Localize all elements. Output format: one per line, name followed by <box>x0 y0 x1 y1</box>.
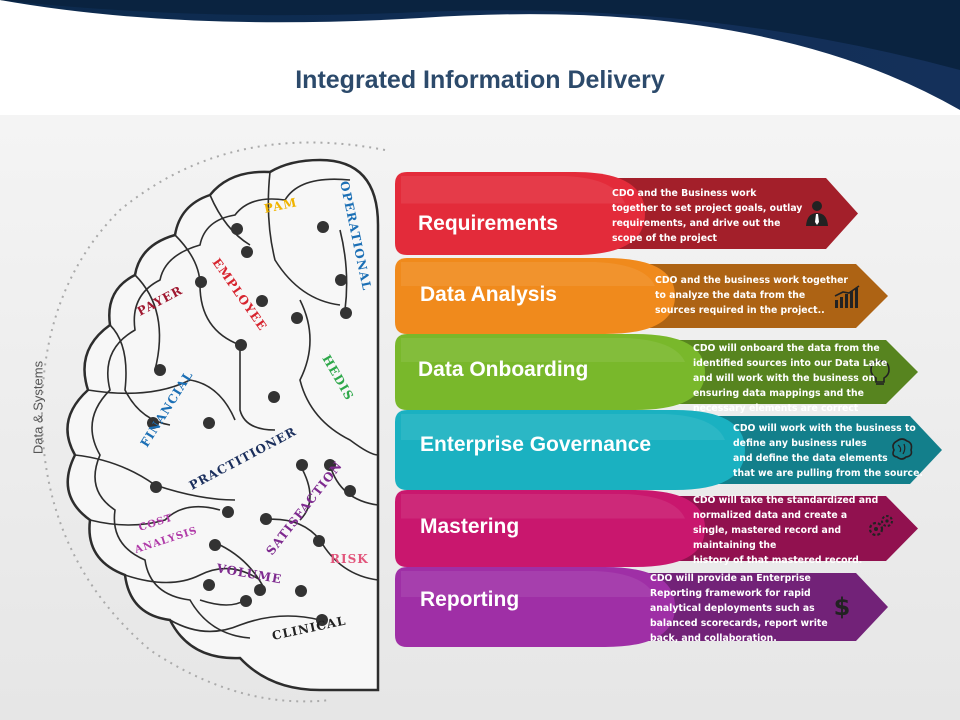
step-title: Requirements <box>418 212 559 235</box>
step-description-line: analytical deployments such as <box>650 603 815 614</box>
step-description-line: CDO and the business work together <box>655 275 849 286</box>
step-description-line: normalized data and create a <box>693 510 848 521</box>
step-description: CDO will take the standardized and normal… <box>693 493 878 568</box>
step-band-highlight <box>401 414 725 440</box>
step-description-line: CDO will take the standardized and <box>693 495 879 506</box>
step-band <box>395 410 745 490</box>
step-band <box>395 567 675 647</box>
step-description-line: identified sources into our Data Lake <box>693 358 888 369</box>
step-description: CDO and the business work together to ana… <box>655 273 848 318</box>
businessman-icon <box>806 201 828 226</box>
step-description-line: necessary elements are correct <box>693 403 859 414</box>
dollar-icon: $ <box>834 593 851 621</box>
step-title: Data Onboarding <box>418 358 589 381</box>
step-description-line: define any business rules <box>733 438 867 449</box>
word-risk: RISK <box>330 552 369 566</box>
step-description-line: CDO and the Business work <box>612 188 757 199</box>
data-systems-label: Data & Systems <box>30 360 46 455</box>
step-band <box>395 172 645 255</box>
step-description-line: together to set project goals, outlay <box>612 203 803 214</box>
step-description-line: to analyze the data from the <box>655 290 806 301</box>
svg-text:$: $ <box>834 593 851 621</box>
brain-icon <box>892 438 913 460</box>
step-band-highlight <box>401 176 625 204</box>
step-description-line: ensuring data mappings and the <box>693 388 864 399</box>
step-arrow <box>660 340 918 404</box>
step-band <box>395 258 675 334</box>
step-band <box>395 490 705 567</box>
step-description-line: scope of the project <box>612 233 717 244</box>
step-arrow <box>630 573 888 641</box>
step-description: CDO will work with the business to define… <box>733 421 923 481</box>
gears-icon <box>868 515 893 537</box>
lightbulb-icon <box>870 360 890 385</box>
step-description: CDO will onboard the data from the identi… <box>693 341 887 416</box>
step-description-line: and will work with the business on <box>693 373 876 384</box>
process-ribbons: $ <box>395 172 942 647</box>
step-arrow <box>600 178 858 249</box>
bar-chart-icon <box>834 285 860 308</box>
step-description-line: single, mastered record and <box>693 525 842 536</box>
header-swoosh-dark <box>0 0 960 70</box>
step-description-line: CDO will provide an Enterprise <box>650 573 811 584</box>
step-title: Mastering <box>420 515 520 538</box>
step-title: Enterprise Governance <box>420 433 652 456</box>
step-band-highlight <box>401 571 655 597</box>
step-arrow <box>700 416 942 484</box>
page-title: Integrated Information Delivery <box>295 66 665 94</box>
step-description-line: balanced scorecards, report write <box>650 618 828 629</box>
step-description-line: Reporting framework for rapid <box>650 588 811 599</box>
step-description-line: back, and collaboration. <box>650 633 777 644</box>
brain-nodes <box>147 221 356 626</box>
step-arrow <box>660 496 918 561</box>
step-description-line: that we are pulling from the source. <box>733 468 923 479</box>
word-pam: PAM <box>263 195 299 216</box>
step-title: Data Analysis <box>420 283 557 306</box>
step-description-line: and define the data elements <box>733 453 888 464</box>
step-title: Reporting <box>420 588 520 611</box>
step-band-highlight <box>401 338 685 362</box>
step-description-line: sources required in the project.. <box>655 305 825 316</box>
step-description-line: requirements, and drive out the <box>612 218 781 229</box>
header-swoosh <box>0 0 960 110</box>
step-description-line: CDO will onboard the data from the <box>693 343 880 354</box>
step-description: CDO and the Business work together to set… <box>612 186 802 246</box>
step-description-line: CDO will work with the business to <box>733 423 916 434</box>
step-description-line: maintaining the <box>693 540 777 551</box>
step-band <box>395 334 705 410</box>
step-description-line: history of that mastered record. <box>693 555 863 566</box>
step-band-highlight <box>401 262 655 286</box>
step-band-highlight <box>401 494 685 519</box>
step-arrow <box>630 264 888 328</box>
